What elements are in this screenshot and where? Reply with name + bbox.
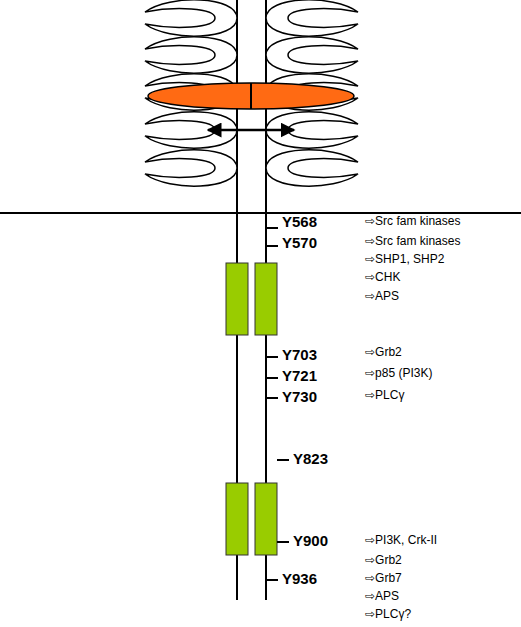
- binding-partner: ⇨APS: [365, 290, 399, 304]
- binding-partner: ⇨CHK: [365, 271, 400, 285]
- binding-partner: ⇨Src fam kinases: [365, 235, 460, 249]
- cell-membrane: [0, 212, 521, 214]
- binding-partner: ⇨Src fam kinases: [365, 215, 460, 229]
- dimer-divider: [250, 83, 252, 109]
- binding-partner: ⇨PLCγ: [365, 389, 404, 403]
- dimerization-arrow: [208, 129, 294, 132]
- binding-partner: ⇨APS: [365, 590, 399, 604]
- binding-partner: ⇨Grb2: [365, 554, 402, 568]
- tyrosine-site: Y568: [282, 213, 317, 230]
- binding-partner: ⇨p85 (PI3K): [365, 367, 432, 381]
- tyrosine-site: Y570: [282, 234, 317, 251]
- tyrosine-site: Y703: [282, 346, 317, 363]
- tyrosine-site: Y721: [282, 367, 317, 384]
- binding-partner: ⇨PLCγ?: [365, 608, 411, 622]
- ligand-dimer: [148, 83, 354, 109]
- binding-partner: ⇨Grb2: [365, 346, 402, 360]
- binding-partner: ⇨Grb7: [365, 572, 402, 586]
- kinase-domain: [226, 263, 277, 555]
- tyrosine-site: Y936: [282, 570, 317, 587]
- ig-loops: [145, 0, 358, 186]
- tyrosine-site: Y730: [282, 388, 317, 405]
- binding-partner: ⇨PI3K, Crk-II: [365, 534, 437, 548]
- binding-partner: ⇨SHP1, SHP2: [365, 253, 444, 267]
- tyrosine-site: Y823: [293, 450, 328, 467]
- tyrosine-site: Y900: [293, 532, 328, 549]
